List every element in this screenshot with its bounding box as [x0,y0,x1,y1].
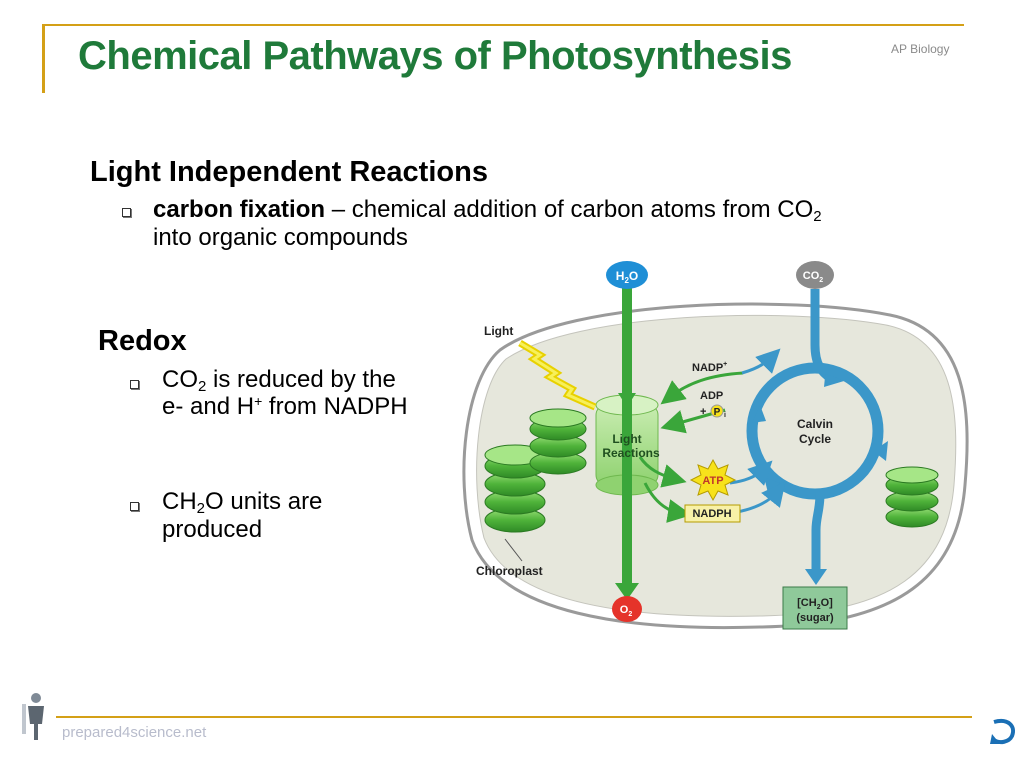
bullet-icon [130,502,139,511]
footer-site-link[interactable]: prepared4science.net [62,724,207,741]
water-arrow-shaft [622,285,632,585]
bullet-text: – chemical addition of carbon atoms from… [325,196,814,223]
superscript: + [254,393,263,409]
svg-text:i: i [724,412,726,419]
bullet-text-cont: into organic compounds [153,224,408,251]
bullet-ch2o-produced: CH2O units are produced [162,488,422,544]
text: from NADPH [262,393,408,420]
bullet-icon [122,208,131,217]
light-label: Light [484,324,513,338]
thylakoid-stack-mid [529,408,587,475]
next-slide-arrow-icon[interactable] [990,716,1018,746]
bullet-icon [130,380,139,389]
chloroplast-label: Chloroplast [476,564,543,578]
subscript: 2 [813,208,822,225]
course-label: AP Biology [891,42,950,56]
svg-text:CO2: CO2 [803,270,824,284]
calvin-label-2: Cycle [799,432,831,446]
calvin-cycle-ring [746,362,884,500]
svg-text:ATP: ATP [702,475,723,487]
light-reactions-label-1: Light [612,432,641,446]
co2-token: CO2 [796,261,834,289]
bullet-co2-reduced: CO2 is reduced by the e- and H+ from NAD… [162,366,422,420]
light-reactions-label-2: Reactions [602,446,660,460]
svg-text:O2: O2 [620,604,633,618]
plus-label: + [700,406,706,418]
nadph-box: NADPH [684,504,741,523]
thylakoid-stack-right [885,466,939,528]
text: CO [162,366,198,393]
svg-text:H2O: H2O [616,269,638,285]
text: O units are produced [162,488,323,543]
thylakoid-stack-left [484,444,546,533]
bullet-carbon-fixation: carbon fixation – chemical addition of c… [153,196,973,252]
atp-burst: ATP [689,458,737,502]
nadp-label: NADP+ [692,361,727,374]
calvin-label-1: Calvin [797,417,833,431]
svg-text:(sugar): (sugar) [796,612,834,624]
photosynthesis-diagram: H2O CO2 O2 Light Light Reactions Calvin … [462,261,969,630]
section-heading-redox: Redox [98,325,187,357]
svg-text:P: P [714,407,721,418]
person-logo-icon [22,693,44,740]
slide-title: Chemical Pathways of Photosynthesis [78,34,792,78]
svg-text:[CH2O]: [CH2O] [797,597,833,611]
o2-token: O2 [612,596,642,622]
footer-rule [56,716,972,718]
svg-text:NADPH: NADPH [692,508,731,520]
adp-label: ADP [700,390,723,402]
h2o-token: H2O [606,261,648,289]
section-heading-light-independent: Light Independent Reactions [90,156,488,188]
sugar-box: [CH2O] (sugar) [782,586,848,630]
bullet-term: carbon fixation [153,196,326,223]
sugar-outflow-arrow [811,493,825,573]
title-frame-top [42,24,964,26]
water-arrow-head [615,583,639,600]
title-frame-left [42,25,45,93]
subscript: 2 [196,500,206,517]
phosphate-icon [710,404,724,418]
text: is reduced by the e- and H [162,366,396,420]
subscript: 2 [198,378,207,395]
text: CH [162,488,197,515]
